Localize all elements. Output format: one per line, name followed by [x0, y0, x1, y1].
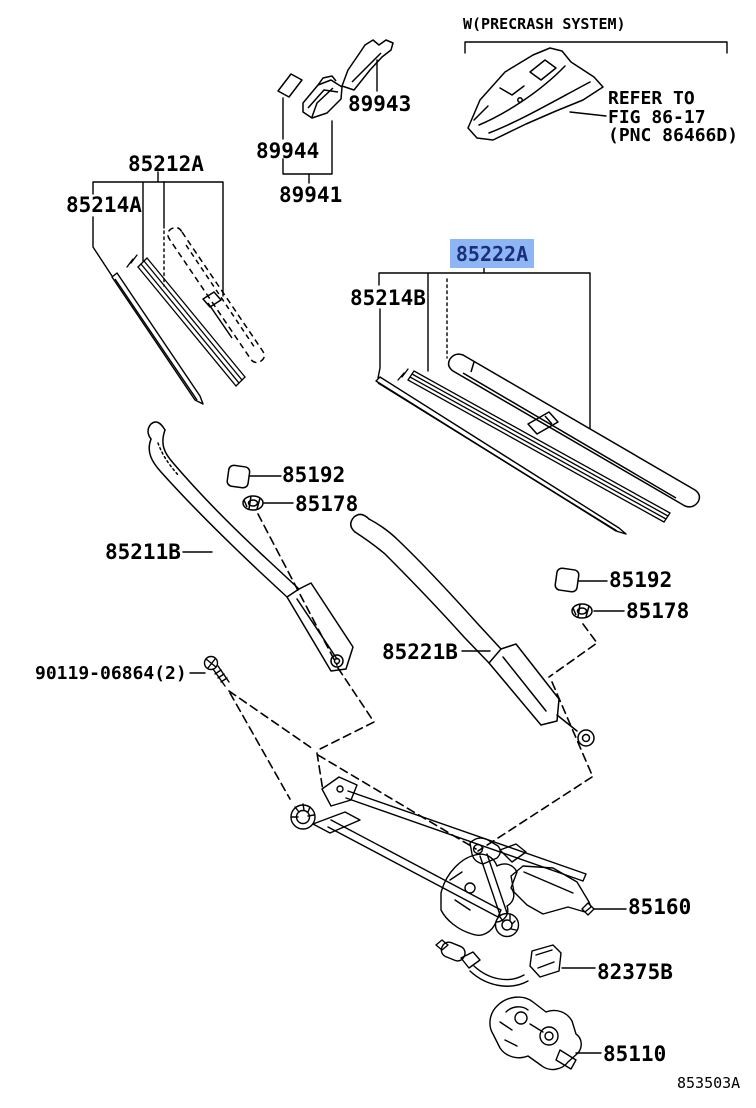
pivot-nut-driver-drawing	[242, 495, 264, 511]
blade-backing-passenger-drawing	[397, 368, 671, 523]
wiper-blade-passenger-drawing	[447, 353, 701, 508]
figure-code: 853503A	[677, 1074, 741, 1092]
part-89941-drawing	[302, 75, 343, 119]
pivot-cap-driver-drawing	[226, 464, 251, 489]
part-label-85214b[interactable]: 85214B	[350, 286, 426, 310]
part-label-85214a[interactable]: 85214A	[66, 193, 142, 217]
part-label-85160[interactable]: 85160	[628, 895, 692, 919]
part-label-85110[interactable]: 85110	[603, 1042, 667, 1066]
refer-note-line1: REFER TO	[608, 88, 695, 109]
construction-dashed-lines	[228, 513, 599, 852]
part-label-89943[interactable]: 89943	[348, 92, 412, 116]
part-label-85192-driver[interactable]: 85192	[282, 463, 346, 487]
part-label-85178-driver[interactable]: 85178	[295, 492, 359, 516]
wiper-blade-driver-drawing	[167, 226, 265, 364]
part-label-85212a[interactable]: 85212A	[128, 152, 204, 176]
wiper-motor-85110-drawing	[489, 996, 582, 1071]
blade-backing-driver-drawing	[126, 254, 246, 387]
wiper-rubber-passenger-drawing	[375, 376, 627, 535]
part-label-90119-06864[interactable]: 90119-06864(2)	[35, 663, 187, 684]
pivot-cap-passenger-drawing	[554, 567, 580, 593]
wiper-arm-driver-drawing	[147, 421, 354, 672]
precrash-camera-cover-drawing	[467, 47, 604, 141]
part-89944-drawing	[277, 73, 303, 98]
part-label-85178-passenger[interactable]: 85178	[626, 599, 690, 623]
precrash-system-note: W(PRECRASH SYSTEM)	[463, 15, 626, 33]
part-label-89944[interactable]: 89944	[256, 139, 320, 163]
harness-82375b-drawing	[435, 939, 562, 987]
pivot-nut-passenger-drawing	[571, 603, 593, 619]
callout-lines	[92, 41, 728, 1054]
wiper-link-assembly-drawing	[290, 776, 595, 938]
bolt-90119-drawing	[203, 655, 230, 687]
wiper-rubber-driver-drawing	[111, 272, 204, 405]
wiper-arm-passenger-drawing	[350, 513, 595, 747]
refer-note: REFER TO FIG 86-17 (PNC 86466D)	[608, 88, 739, 146]
part-label-85221b[interactable]: 85221B	[382, 640, 458, 664]
part-label-82375b[interactable]: 82375B	[597, 960, 673, 984]
part-label-85222a-selected[interactable]: 85222A	[450, 239, 534, 268]
part-label-85211b[interactable]: 85211B	[105, 540, 181, 564]
refer-note-line2: FIG 86-17	[608, 106, 706, 128]
part-89943-drawing	[341, 39, 394, 91]
part-label-89941[interactable]: 89941	[279, 183, 343, 207]
refer-note-line3: (PNC 86466D)	[608, 125, 739, 146]
part-label-85192-passenger[interactable]: 85192	[609, 568, 673, 592]
